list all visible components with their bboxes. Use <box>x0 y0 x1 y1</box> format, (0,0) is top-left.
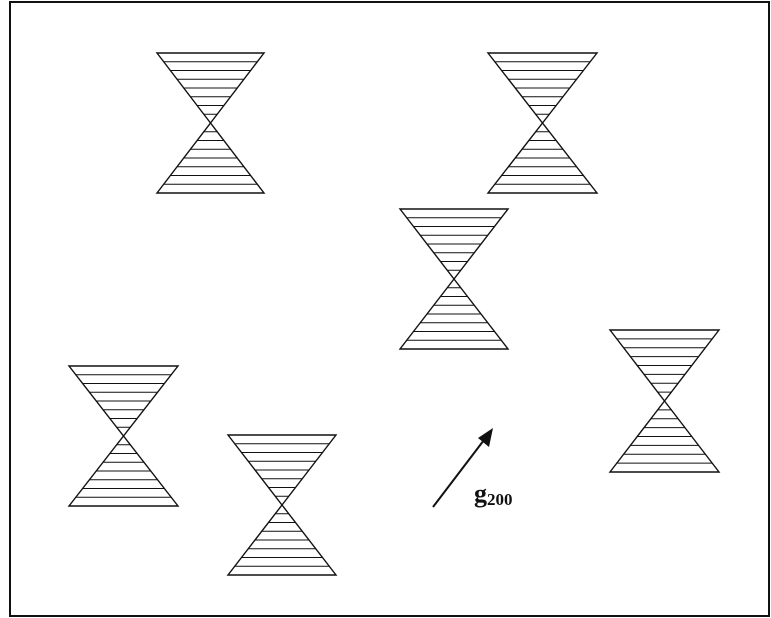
g200-arrow-shaft <box>432 439 485 508</box>
hourglass-contrast-feature <box>608 329 721 473</box>
hourglass-contrast-feature <box>398 208 510 350</box>
g200-label-subscript: 200 <box>487 490 513 509</box>
hourglass-contrast-feature <box>67 365 180 507</box>
g200-label: g200 <box>474 479 513 509</box>
hourglass-contrast-feature <box>155 52 266 194</box>
contrast-features <box>67 52 721 576</box>
hourglass-contrast-feature <box>486 52 599 194</box>
g200-label-main: g <box>474 479 487 508</box>
hourglass-contrast-feature <box>226 434 338 576</box>
g200-vector: g200 <box>432 428 513 509</box>
g200-arrow-head <box>478 428 493 447</box>
figure-border <box>9 1 770 617</box>
